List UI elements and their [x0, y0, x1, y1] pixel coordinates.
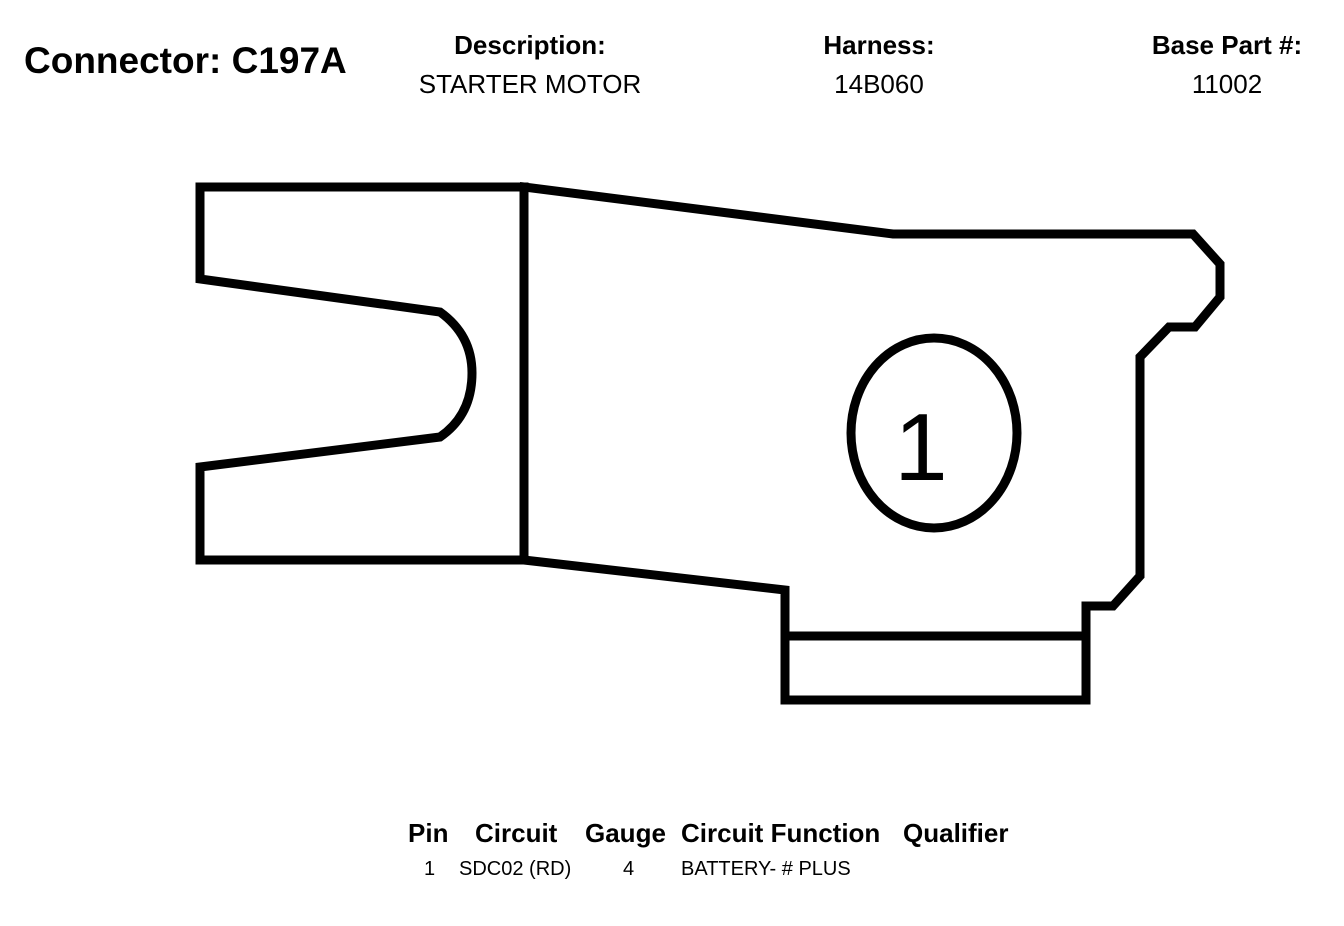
pin-1-label: 1	[894, 394, 947, 501]
harness-value: 14B060	[834, 69, 924, 99]
connector-body-outline	[518, 181, 1225, 705]
harness-label: Harness:	[823, 30, 935, 60]
base-part-label: Base Part #:	[1151, 30, 1303, 60]
table-header-gauge: Gauge	[585, 818, 666, 848]
table-cell-circuit: SDC02 (RD)	[459, 858, 572, 880]
connector-title: Connector: C197A	[24, 40, 347, 81]
table-header-pin: Pin	[408, 818, 449, 848]
table-cell-gauge: 4	[623, 858, 635, 880]
base-part-value: 11002	[1191, 69, 1263, 99]
table-cell-function: BATTERY- # PLUS	[681, 858, 851, 880]
table-header-qualifier: Qualifier	[903, 818, 1009, 848]
table-cell-pin: 1	[424, 858, 436, 880]
description-label: Description:	[454, 30, 606, 60]
table-header-circuit: Circuit	[475, 818, 558, 848]
description-value: STARTER MOTOR	[418, 69, 642, 99]
connector-fork-outline	[195, 182, 529, 565]
pin-1-circle	[846, 333, 1022, 533]
table-header-function: Circuit Function	[681, 818, 881, 848]
